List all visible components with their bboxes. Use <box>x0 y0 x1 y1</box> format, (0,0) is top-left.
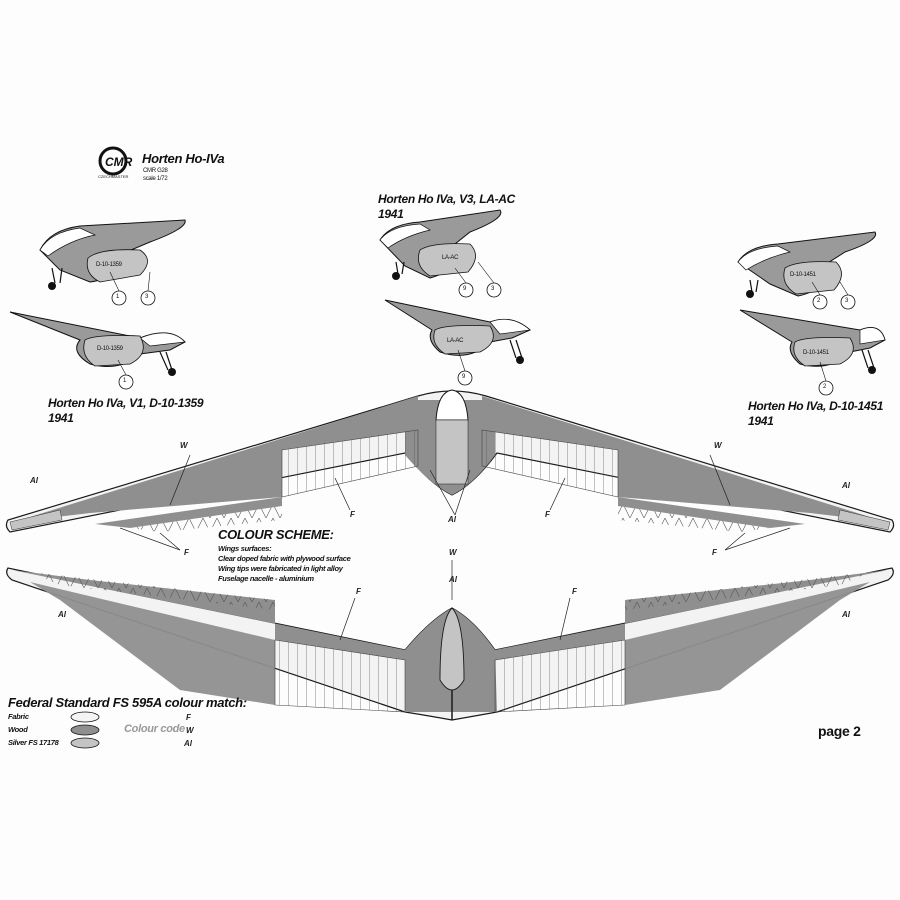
bottom-leaders <box>339 560 571 641</box>
callout-num: 3 <box>145 294 149 300</box>
top-nacelle-metal <box>435 419 469 485</box>
top-left-truss <box>130 506 282 532</box>
caption-v3-line1: Horten Ho IVa, V3, LA-AC <box>378 192 516 206</box>
profile-1451-top <box>737 231 877 298</box>
reg-v3-top: LA-AC <box>442 255 459 261</box>
marker-fabric: F <box>350 510 355 519</box>
colour-match-label: Silver FS 17178 <box>8 738 59 747</box>
top-right-fabric-ribs <box>481 429 619 498</box>
marker-fabric: F <box>545 510 550 519</box>
top-plan-view <box>5 389 895 551</box>
marker-wood: W <box>449 548 457 557</box>
callout-circles <box>111 282 856 396</box>
colour-scheme-heading: COLOUR SCHEME: <box>218 527 334 542</box>
marker-fabric: F <box>572 587 577 596</box>
top-canopy <box>435 389 469 421</box>
callout-num: 3 <box>845 298 849 304</box>
reg-1451-top: D-10-1451 <box>790 272 816 278</box>
callout-leaders <box>109 261 849 382</box>
caption-v3-line2: 1941 <box>378 207 404 221</box>
header-code: CMR G28 <box>143 168 168 174</box>
bottom-left-fabric <box>274 639 406 713</box>
colour-swatches <box>70 711 100 749</box>
marker-aluminium: Al <box>30 476 38 485</box>
marker-wood: W <box>714 441 722 450</box>
top-right-tip <box>837 509 891 531</box>
callout-num: 9 <box>462 374 466 380</box>
caption-1451-line1: Horten Ho IVa, D-10-1451 <box>748 399 884 413</box>
profile-1451-bottom <box>739 309 886 374</box>
reg-1451-bottom: D-10-1451 <box>803 350 829 356</box>
reg-v1-bottom: D-10-1359 <box>97 346 123 352</box>
colour-code-aluminium: Al <box>184 739 192 748</box>
colour-code-fabric: F <box>186 713 191 722</box>
top-left-wood-le <box>14 396 418 522</box>
profile-v1-top <box>39 219 186 290</box>
logo-subtext: CZECHMASTER <box>98 174 129 179</box>
caption-1451-line2: 1941 <box>748 414 774 428</box>
callout-num: 3 <box>491 286 495 292</box>
caption-v1-line2: 1941 <box>48 411 74 425</box>
bottom-plan-view <box>6 560 894 721</box>
marker-aluminium: Al <box>449 575 457 584</box>
colour-scheme-line: Clear doped fabric with plywood surface <box>218 554 351 563</box>
colour-match-label: Fabric <box>8 712 29 721</box>
top-right-wood-le <box>482 396 886 522</box>
top-leaders <box>119 454 791 551</box>
bottom-left-wood-te <box>30 582 275 705</box>
bottom-right-truss <box>625 572 870 610</box>
marker-aluminium: Al <box>58 610 66 619</box>
logo-text: CMR <box>105 155 133 169</box>
marker-aluminium: Al <box>842 481 850 490</box>
profile-v3-bottom <box>384 299 531 364</box>
top-right-wood-te <box>618 497 805 528</box>
marker-fabric: F <box>356 587 361 596</box>
top-left-wood-te <box>95 497 282 528</box>
reg-v3-bottom: LA-AC <box>447 338 464 344</box>
bottom-right-wood-te <box>625 582 870 705</box>
marker-aluminium: Al <box>448 515 456 524</box>
bottom-nacelle <box>439 607 465 691</box>
bottom-right-wood-le <box>495 570 888 660</box>
bottom-right-fabric <box>494 639 626 713</box>
colour-scheme-line: Wing tips were fabricated in light alloy <box>218 564 343 573</box>
header-scale: scale 1/72 <box>143 176 168 182</box>
bottom-left-truss <box>30 572 275 610</box>
colour-scheme-line: Wings surfaces: <box>218 544 272 553</box>
top-left-fabric-ribs <box>281 429 419 498</box>
marker-wood: W <box>180 441 188 450</box>
marker-fabric: F <box>184 548 189 557</box>
marker-aluminium: Al <box>842 610 850 619</box>
colour-code-label: Colour code <box>124 723 185 735</box>
profile-v1-bottom <box>9 311 186 376</box>
callout-num: 2 <box>823 384 827 390</box>
reg-v1-top: D-10-1359 <box>96 262 122 268</box>
colour-match-heading: Federal Standard FS 595A colour match: <box>8 695 247 710</box>
colour-scheme-line: Fuselage nacelle - aluminium <box>218 574 314 583</box>
bottom-left-wood-le <box>12 570 405 660</box>
profile-v3-top <box>379 209 502 280</box>
cmr-logo: CMR CZECHMASTER <box>98 146 133 179</box>
colour-code-wood: W <box>186 726 194 735</box>
callout-num: 2 <box>817 298 821 304</box>
header-title: Horten Ho-IVa <box>142 151 225 166</box>
colour-match-label: Wood <box>8 725 28 734</box>
callout-num: 1 <box>123 378 127 384</box>
callout-num: 9 <box>463 286 467 292</box>
page-number: page 2 <box>818 723 861 739</box>
caption-v1-line1: Horten Ho IVa, V1, D-10-1359 <box>48 396 204 410</box>
marker-fabric: F <box>712 548 717 557</box>
top-left-tip <box>9 509 63 531</box>
callout-num: 1 <box>116 294 120 300</box>
top-right-truss <box>618 506 770 532</box>
